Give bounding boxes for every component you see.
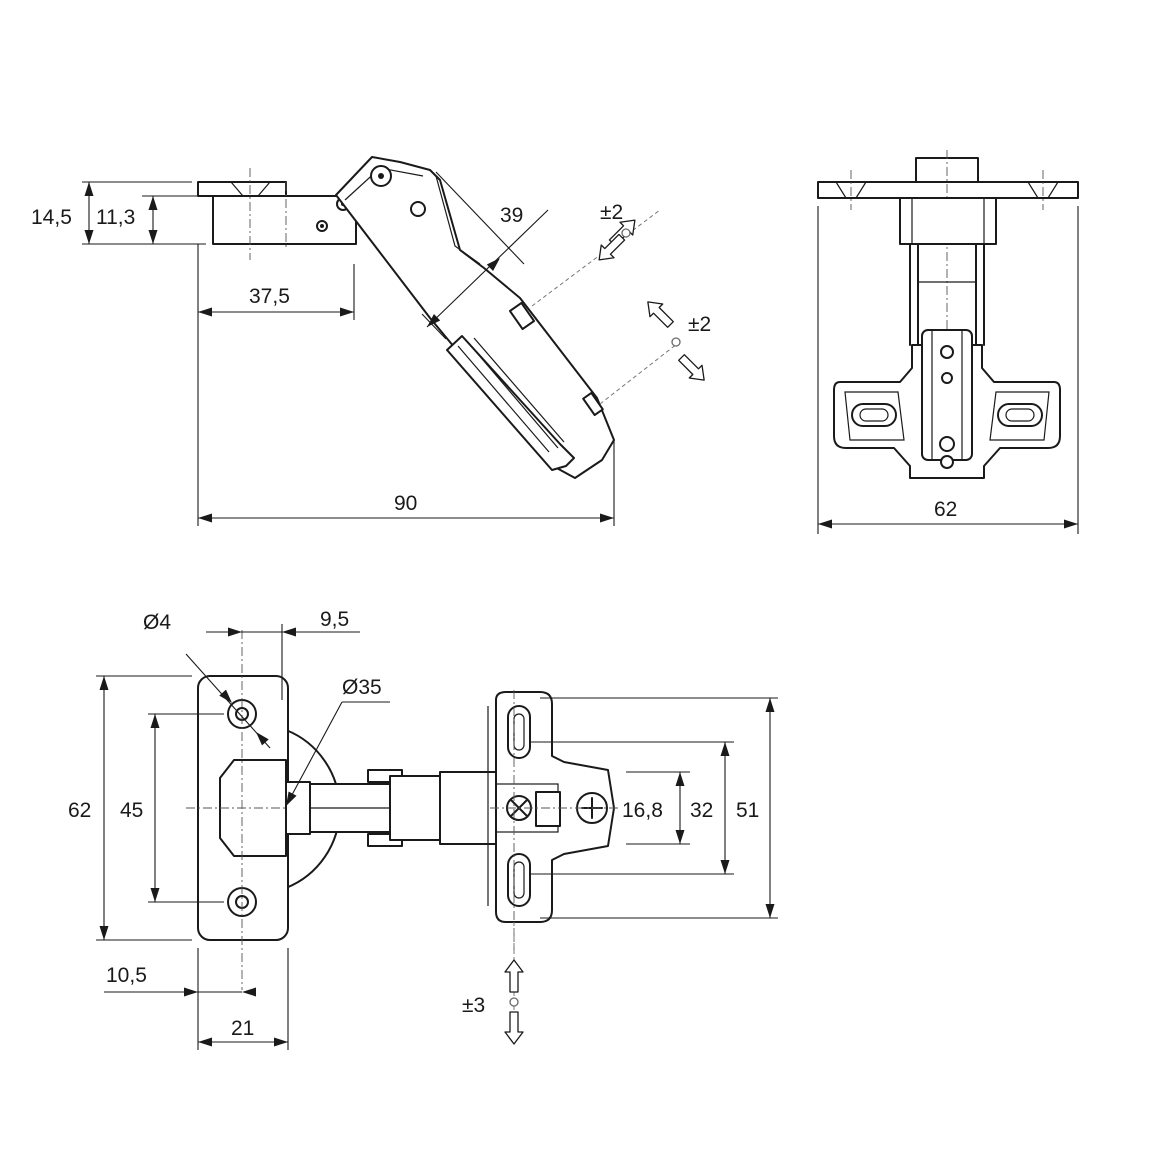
top-view: ±3 Ø4 9,5 Ø35 62 xyxy=(68,608,778,1050)
dim-45: 45 xyxy=(120,799,143,822)
dim-10-5: 10,5 xyxy=(106,964,147,987)
height-adjust-label: ±3 xyxy=(462,994,485,1017)
side-adjust-arrow: ±2 xyxy=(599,294,711,405)
side-dimensions: 14,5 11,3 37,5 39 90 xyxy=(31,171,615,526)
height-adjust-arrow: ±3 xyxy=(462,922,524,1045)
dim-11-3: 11,3 xyxy=(96,206,135,229)
dim-39: 39 xyxy=(500,204,523,227)
dim-14-5: 14,5 xyxy=(31,206,72,229)
dim-51: 51 xyxy=(736,799,759,822)
hinge-arm-profile xyxy=(335,156,615,479)
side-view: ±2 ±2 14,5 11,3 xyxy=(31,156,711,526)
depth-adjust-label: ±2 xyxy=(600,201,623,224)
dim-9-5: 9,5 xyxy=(320,608,349,631)
dim-37-5: 37,5 xyxy=(249,285,290,308)
dim-plate-62: 62 xyxy=(68,799,91,822)
dim-21: 21 xyxy=(231,1017,254,1040)
front-view: 62 xyxy=(817,150,1079,534)
dim-90: 90 xyxy=(394,492,417,515)
side-adjust-label: ±2 xyxy=(688,313,711,336)
dim-16-8: 16,8 xyxy=(622,799,663,822)
dim-hole-dia: Ø4 xyxy=(143,611,171,634)
cup-plate-profile xyxy=(197,168,357,260)
dim-front-62: 62 xyxy=(934,498,957,521)
top-dimensions: Ø4 9,5 Ø35 62 45 xyxy=(68,608,778,1050)
dim-cup-dia: Ø35 xyxy=(342,676,382,699)
dim-32: 32 xyxy=(690,799,713,822)
front-dimensions: 62 xyxy=(817,206,1079,534)
depth-adjust-arrow: ±2 xyxy=(531,201,661,307)
